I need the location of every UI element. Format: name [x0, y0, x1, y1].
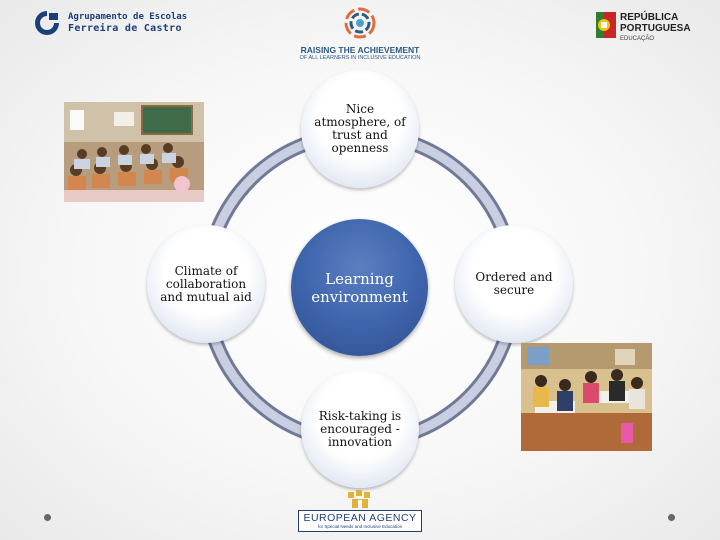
node-right-label: Ordered and secure	[467, 271, 561, 297]
agency-subtitle: for Special Needs and Inclusive Educatio…	[299, 524, 421, 529]
node-left: Climate of collaboration and mutual aid	[147, 225, 265, 343]
agency-icon	[340, 490, 380, 510]
node-right: Ordered and secure	[455, 225, 573, 343]
node-top: Nice atmosphere, of trust and openness	[301, 70, 419, 188]
center-label: Learning environment	[291, 270, 428, 306]
corner-dot-right	[668, 514, 675, 521]
center-node: Learning environment	[291, 219, 428, 356]
group-work-photo	[521, 343, 652, 451]
node-bottom-label: Risk-taking is encouraged - innovation	[313, 410, 407, 449]
node-top-label: Nice atmosphere, of trust and openness	[313, 103, 407, 155]
agency-name: EUROPEAN AGENCY	[299, 512, 421, 524]
agency-logo: EUROPEAN AGENCY for Special Needs and In…	[298, 490, 422, 534]
corner-dot-left	[44, 514, 51, 521]
node-bottom: Risk-taking is encouraged - innovation	[301, 370, 419, 488]
node-left-label: Climate of collaboration and mutual aid	[159, 265, 253, 304]
